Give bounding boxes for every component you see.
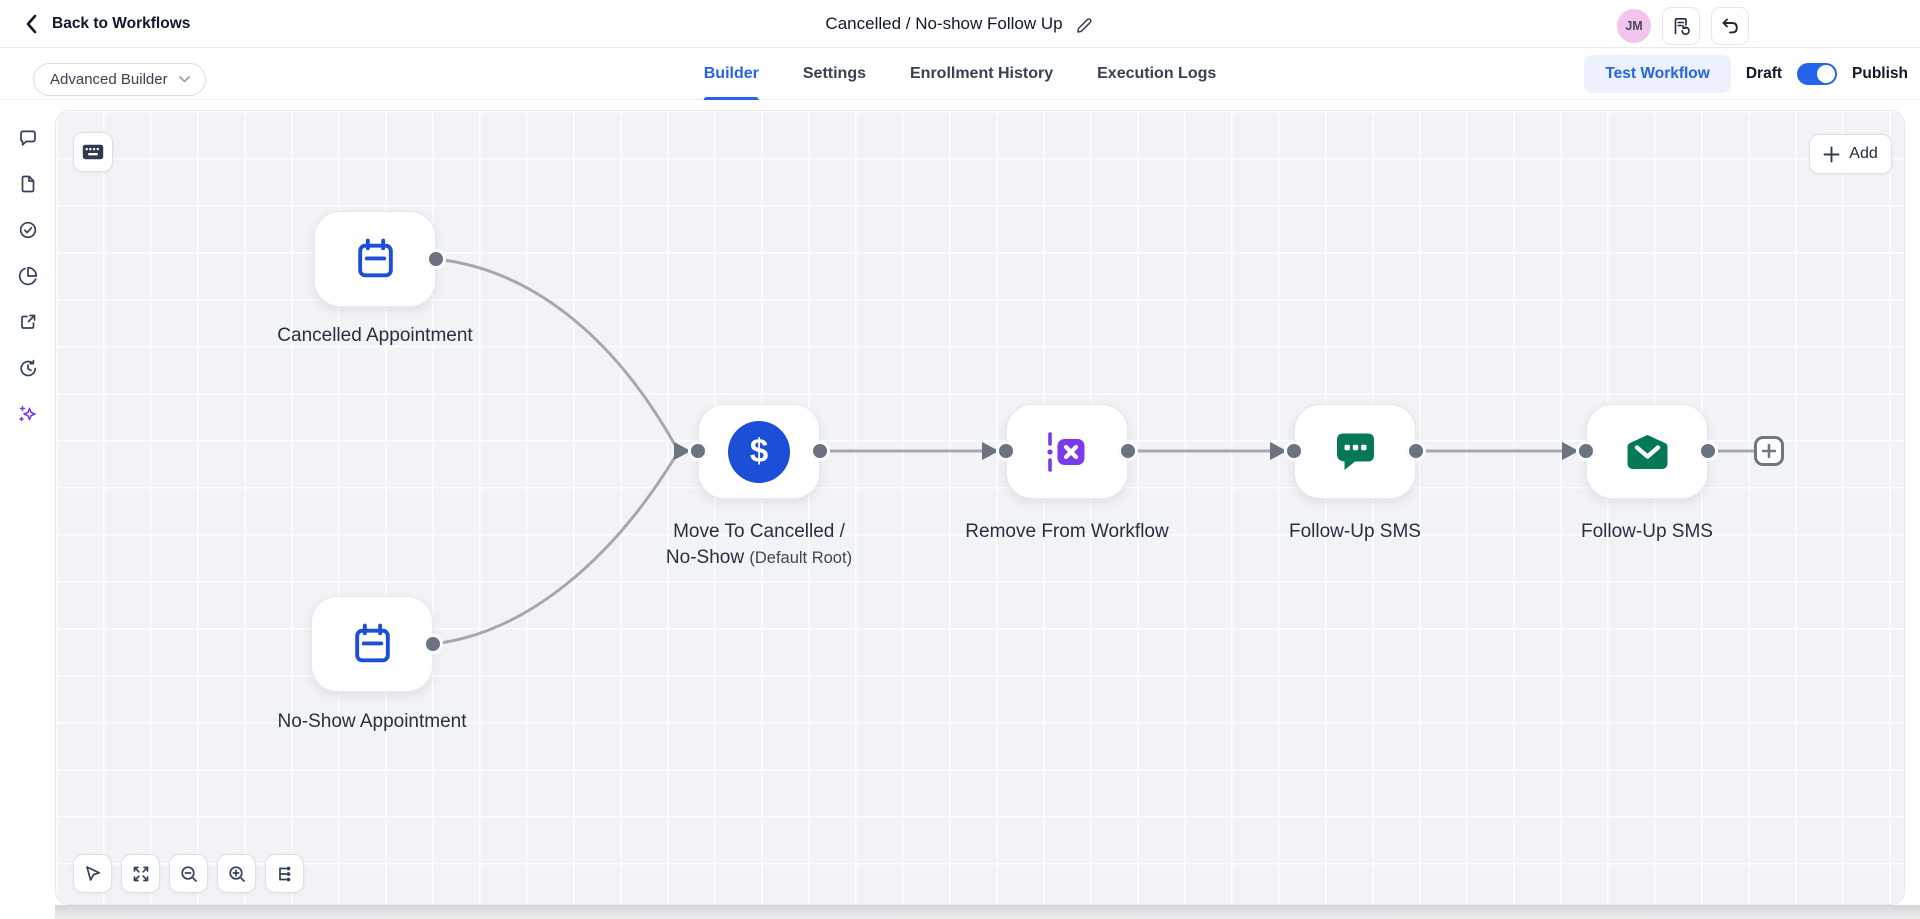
publish-toggle[interactable] xyxy=(1797,63,1838,85)
builder-mode-value: Advanced Builder xyxy=(50,71,168,88)
avatar[interactable]: JM xyxy=(1617,9,1651,43)
toggle-knob xyxy=(1817,65,1836,83)
auto-layout-icon xyxy=(278,866,290,881)
sms-bubble-icon xyxy=(1336,433,1374,470)
pie-chart-icon[interactable] xyxy=(18,266,38,286)
node-label: Remove From Workflow xyxy=(965,521,1169,542)
history-icon[interactable] xyxy=(18,358,38,378)
undo-button[interactable] xyxy=(1711,7,1749,45)
avatar-initials: JM xyxy=(1625,19,1643,33)
tab-label: Enrollment History xyxy=(909,65,1054,82)
top-header: Back to Workflows Cancelled / No-show Fo… xyxy=(0,0,1920,48)
edit-pencil-icon[interactable] xyxy=(1076,15,1095,34)
zoom-out-icon xyxy=(180,865,197,882)
workflow-title: Cancelled / No-show Follow Up xyxy=(825,14,1063,33)
calendar-icon xyxy=(357,238,393,277)
action-node-follow-up-sms-2[interactable] xyxy=(1586,404,1708,499)
add-button-label: Add xyxy=(1849,145,1878,162)
workflow-toolbar: Advanced Builder Builder Settings Enroll… xyxy=(0,48,1920,100)
add-node-button[interactable]: Add xyxy=(1809,134,1892,174)
check-circle-icon[interactable] xyxy=(18,220,38,240)
node-label: Cancelled Appointment xyxy=(277,325,473,346)
keyboard-icon xyxy=(82,144,104,160)
snapshot-history-button[interactable] xyxy=(1662,7,1700,45)
left-icon-sidebar xyxy=(0,100,55,919)
auto-layout-button[interactable] xyxy=(265,854,304,893)
fit-screen-icon xyxy=(133,866,148,881)
node-label: Follow-Up SMS xyxy=(1289,521,1421,542)
file-icon[interactable] xyxy=(18,174,38,194)
cursor-icon xyxy=(85,865,100,881)
zoom-in-icon xyxy=(228,865,245,882)
keyboard-shortcuts-button[interactable] xyxy=(73,132,113,172)
tab-builder[interactable]: Builder xyxy=(703,48,759,100)
tab-enrollment-history[interactable]: Enrollment History xyxy=(910,48,1053,100)
plus-icon xyxy=(1762,444,1776,458)
back-to-workflows-button[interactable]: Back to Workflows xyxy=(24,0,190,48)
tab-bar: Builder Settings Enrollment History Exec… xyxy=(703,48,1216,100)
node-label: Move To Cancelled / No-Show (Default Roo… xyxy=(665,521,853,568)
chevron-down-icon xyxy=(178,76,190,83)
external-link-icon[interactable] xyxy=(18,312,38,332)
plus-icon xyxy=(1823,146,1840,162)
fit-to-screen-button[interactable] xyxy=(121,854,160,893)
builder-mode-select[interactable]: Advanced Builder xyxy=(33,63,206,96)
dollar-icon: $ xyxy=(728,420,790,483)
undo-icon xyxy=(1722,18,1738,34)
draft-label: Draft xyxy=(1745,65,1783,82)
tab-label: Builder xyxy=(703,65,759,82)
publish-label: Publish xyxy=(1852,65,1908,82)
canvas-controls-toolbar xyxy=(73,854,304,893)
comment-icon[interactable] xyxy=(18,128,38,148)
zoom-in-button[interactable] xyxy=(217,854,256,893)
tab-execution-logs[interactable]: Execution Logs xyxy=(1097,48,1216,100)
calendar-icon xyxy=(354,623,390,662)
back-label: Back to Workflows xyxy=(52,15,191,32)
document-refresh-icon xyxy=(1674,17,1690,35)
tab-label: Settings xyxy=(802,65,866,82)
append-step-button[interactable] xyxy=(1754,436,1784,466)
ai-sparkle-icon[interactable] xyxy=(18,404,38,424)
trigger-node-no-show-appointment[interactable] xyxy=(311,596,433,692)
dollar-glyph: $ xyxy=(749,431,769,469)
active-tab-underline xyxy=(703,97,759,100)
tab-label: Execution Logs xyxy=(1097,65,1217,82)
node-label: No-Show Appointment xyxy=(277,711,467,732)
tab-settings[interactable]: Settings xyxy=(803,48,866,100)
test-workflow-button[interactable]: Test Workflow xyxy=(1584,55,1731,93)
select-cursor-button[interactable] xyxy=(73,854,112,893)
workflow-canvas[interactable]: Add Cancelled Appointment No-Show Appoin… xyxy=(55,110,1905,905)
remove-from-workflow-icon xyxy=(1047,431,1085,472)
window-bottom-edge xyxy=(0,905,1920,919)
chevron-left-icon xyxy=(26,14,37,34)
zoom-out-button[interactable] xyxy=(169,854,208,893)
action-node-follow-up-sms[interactable] xyxy=(1294,404,1416,499)
action-node-remove-from-workflow[interactable] xyxy=(1006,404,1128,499)
node-label: Follow-Up SMS xyxy=(1581,521,1713,542)
trigger-node-cancelled-appointment[interactable] xyxy=(314,211,436,307)
email-envelope-icon xyxy=(1627,434,1667,469)
action-node-move-to-stage[interactable]: $ xyxy=(698,404,820,499)
node-label-suffix: (Default Root) xyxy=(749,549,853,567)
